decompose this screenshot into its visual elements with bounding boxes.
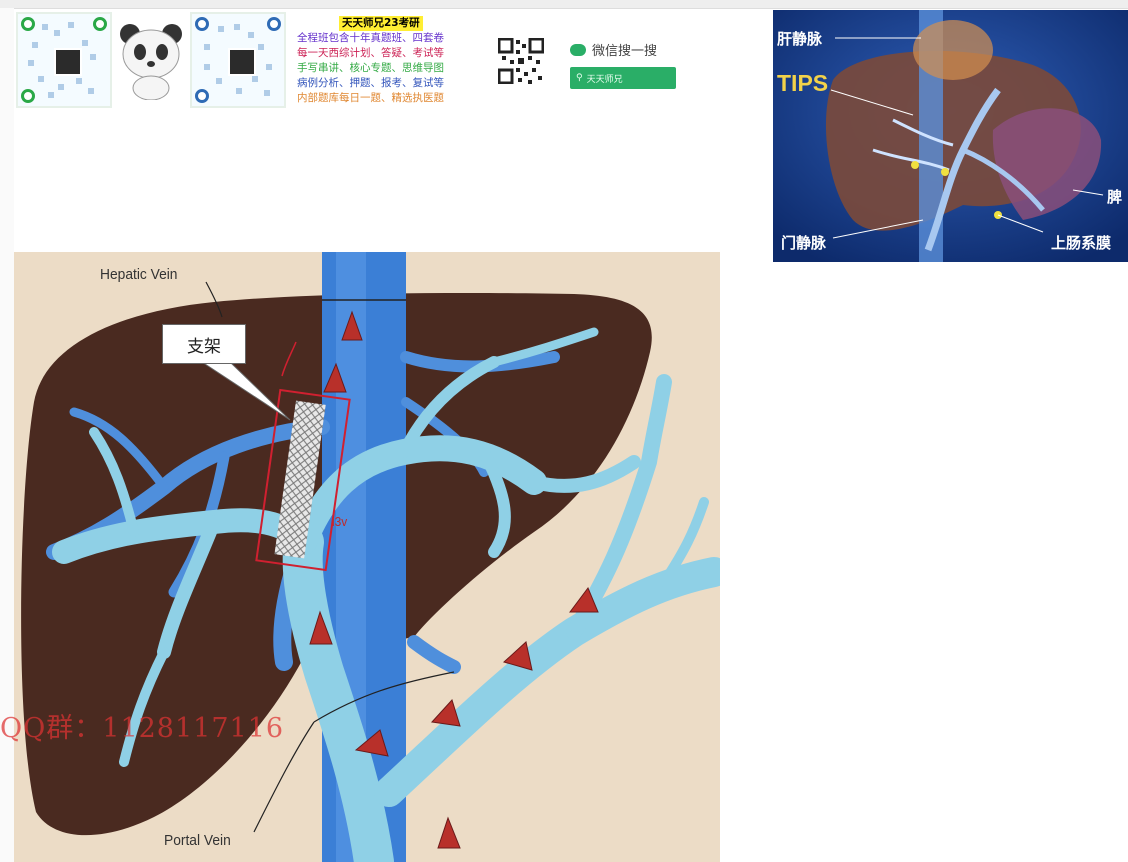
avatar [228, 48, 256, 76]
qr-finder-icon [93, 17, 107, 31]
label-mesenteric-cn: 上肠系膜 [1051, 234, 1112, 252]
qr-finder-icon [267, 17, 281, 31]
window-top-bar [0, 0, 1128, 9]
stent-callout: 支架 [162, 324, 246, 364]
qr-code-left[interactable] [16, 12, 112, 108]
panda-icon [120, 24, 182, 100]
tips-illustration: 肝静脉 TIPS 脾 门静脉 上肠系膜 [773, 10, 1128, 262]
wechat-icon [570, 43, 586, 56]
wechat-search: 微信搜一搜 ⚲ 天天师兄 [570, 40, 700, 89]
qr-finder-icon [195, 89, 209, 103]
qr-finder-icon [21, 17, 35, 31]
qr-finder-icon [21, 89, 35, 103]
liver-diagram: Hepatic Vein Portal Vein i3v 支架 [14, 252, 720, 862]
promo-text-block: 天天师兄23考研 全程班包含十年真题班、四套卷 每一天西综计划、答疑、考试等 手… [297, 16, 477, 106]
qq-group-watermark: QQ群：1128117116 [0, 713, 285, 744]
promo-line: 每一天西综计划、答疑、考试等 [297, 47, 444, 59]
wechat-search-label: 微信搜一搜 [592, 44, 658, 59]
small-qr-code[interactable] [498, 38, 544, 84]
left-edge-strip [0, 8, 14, 862]
label-tips: TIPS [777, 70, 829, 96]
promo-title: 天天师兄23考研 [339, 16, 423, 31]
promo-line: 病例分析、押题、报考、复试等 [297, 77, 444, 89]
label-hepatic-vein-cn: 肝静脉 [777, 30, 823, 48]
avatar [54, 48, 82, 76]
label-spleen-cn: 脾 [1107, 188, 1123, 206]
qr-code-right[interactable] [190, 12, 286, 108]
label-portal-vein: Portal Vein [164, 832, 231, 849]
promo-line: 全程班包含十年真题班、四套卷 [297, 32, 444, 44]
label-portal-vein-cn: 门静脉 [781, 234, 827, 252]
qr-pattern-icon [204, 24, 272, 96]
qr-finder-icon [195, 17, 209, 31]
wechat-search-value: 天天师兄 [586, 74, 623, 85]
promo-line: 内部题库每日一题、精选执医题 [297, 92, 444, 104]
promo-header: 天天师兄23考研 全程班包含十年真题班、四套卷 每一天西综计划、答疑、考试等 手… [14, 8, 676, 118]
label-annotation: i3v [332, 514, 348, 529]
promo-line: 手写串讲、核心专题、思维导图 [297, 62, 444, 74]
label-hepatic-vein: Hepatic Vein [100, 266, 178, 283]
search-icon: ⚲ [576, 73, 583, 83]
wechat-search-box[interactable]: ⚲ 天天师兄 [570, 67, 676, 89]
tips-anatomy-image [773, 10, 1128, 262]
qr-pattern-icon [28, 22, 96, 98]
liver-illustration [21, 252, 720, 862]
